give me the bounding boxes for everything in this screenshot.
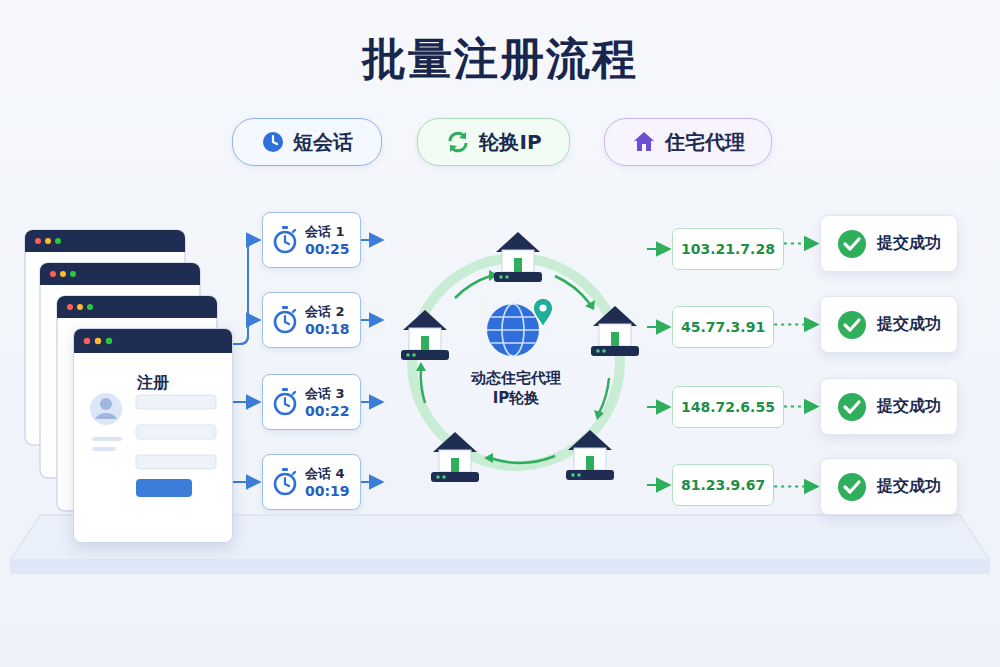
tag-pill: 短会话 <box>232 118 382 166</box>
flow-arrow <box>647 406 670 408</box>
stopwatch-icon <box>271 387 299 417</box>
session-box: 会话 100:25 <box>262 212 361 268</box>
proxy-ring: 动态住宅代理 IP轮换 <box>385 218 647 498</box>
node-text: 45.77.3.91 <box>681 319 765 335</box>
node-text: 提交成功 <box>877 396 941 417</box>
tag-icon <box>261 130 285 154</box>
node-text: 动态住宅代理 IP轮换 <box>468 368 564 409</box>
check-icon <box>837 229 867 259</box>
flow-arrow <box>233 481 260 483</box>
node-text: 148.72.6.55 <box>681 399 775 415</box>
platform-rim <box>10 560 990 574</box>
node-text: 住宅代理 <box>665 129 745 156</box>
node-text: 会话 3 <box>305 385 350 403</box>
flow-arrow <box>647 326 670 328</box>
flow-arrow <box>774 486 818 488</box>
result-box: 提交成功 <box>820 215 958 272</box>
node-text: 提交成功 <box>877 314 941 335</box>
check-icon <box>837 472 867 502</box>
stopwatch-icon <box>271 305 299 335</box>
stopwatch-icon <box>271 225 299 255</box>
proxy-ring-illustration <box>385 218 647 498</box>
session-box: 会话 200:18 <box>262 292 361 348</box>
node-text: 00:19 <box>305 483 350 499</box>
result-box: 提交成功 <box>820 458 958 515</box>
flow-arrow <box>647 248 670 250</box>
check-icon <box>837 310 867 340</box>
flow-arrow <box>233 240 260 344</box>
tag-icon <box>631 129 657 155</box>
tag-icon <box>445 129 471 155</box>
flow-arrow <box>774 324 818 326</box>
session-box: 会话 300:22 <box>262 374 361 430</box>
flow-arrow <box>784 243 818 245</box>
check-icon <box>837 310 867 340</box>
stopwatch-icon <box>271 225 299 255</box>
node-text: 103.21.7.28 <box>681 241 775 257</box>
ip-box: 81.23.9.67 <box>672 464 774 506</box>
ip-box: 103.21.7.28 <box>672 228 784 270</box>
flow-arrow <box>361 239 383 241</box>
session-box: 会话 400:19 <box>262 454 361 510</box>
node-text: 注册 <box>137 373 169 394</box>
title: 批量注册流程 <box>0 30 1000 89</box>
stopwatch-icon <box>271 467 299 497</box>
session-text: 会话 400:19 <box>305 465 350 499</box>
flow-arrow <box>361 481 383 483</box>
check-icon <box>837 472 867 502</box>
result-box: 提交成功 <box>820 296 958 353</box>
node-text: 00:22 <box>305 403 350 419</box>
check-icon <box>837 229 867 259</box>
session-text: 会话 300:22 <box>305 385 350 419</box>
node-text: 短会话 <box>293 129 353 156</box>
node-text: 会话 4 <box>305 465 350 483</box>
stopwatch-icon <box>271 467 299 497</box>
tag-icon <box>631 129 657 155</box>
tag-icon <box>445 129 471 155</box>
flow-arrow <box>647 484 670 486</box>
stopwatch-icon <box>271 305 299 335</box>
stopwatch-icon <box>271 387 299 417</box>
node-text: 提交成功 <box>877 476 941 497</box>
node-text: 会话 1 <box>305 223 350 241</box>
flow-arrow <box>361 319 383 321</box>
node-text: 81.23.9.67 <box>681 477 765 493</box>
flow-arrow <box>233 401 260 403</box>
check-icon <box>837 392 867 422</box>
node-text: 提交成功 <box>877 233 941 254</box>
tag-icon <box>261 130 285 154</box>
form-illustration <box>74 329 233 543</box>
ip-box: 45.77.3.91 <box>672 306 774 348</box>
node-text: 轮换IP <box>479 129 541 156</box>
tag-pill: 住宅代理 <box>604 118 772 166</box>
session-text: 会话 200:18 <box>305 303 350 337</box>
node-text: 00:25 <box>305 241 350 257</box>
node-text: 会话 2 <box>305 303 350 321</box>
node-text: 00:18 <box>305 321 350 337</box>
result-box: 提交成功 <box>820 378 958 435</box>
tag-pill: 轮换IP <box>417 118 570 166</box>
browser-window: 注册 <box>73 328 233 543</box>
flow-arrow <box>233 320 260 344</box>
check-icon <box>837 392 867 422</box>
session-text: 会话 100:25 <box>305 223 350 257</box>
flow-arrow <box>361 401 383 403</box>
ip-box: 148.72.6.55 <box>672 386 784 428</box>
flow-arrow <box>784 406 818 408</box>
